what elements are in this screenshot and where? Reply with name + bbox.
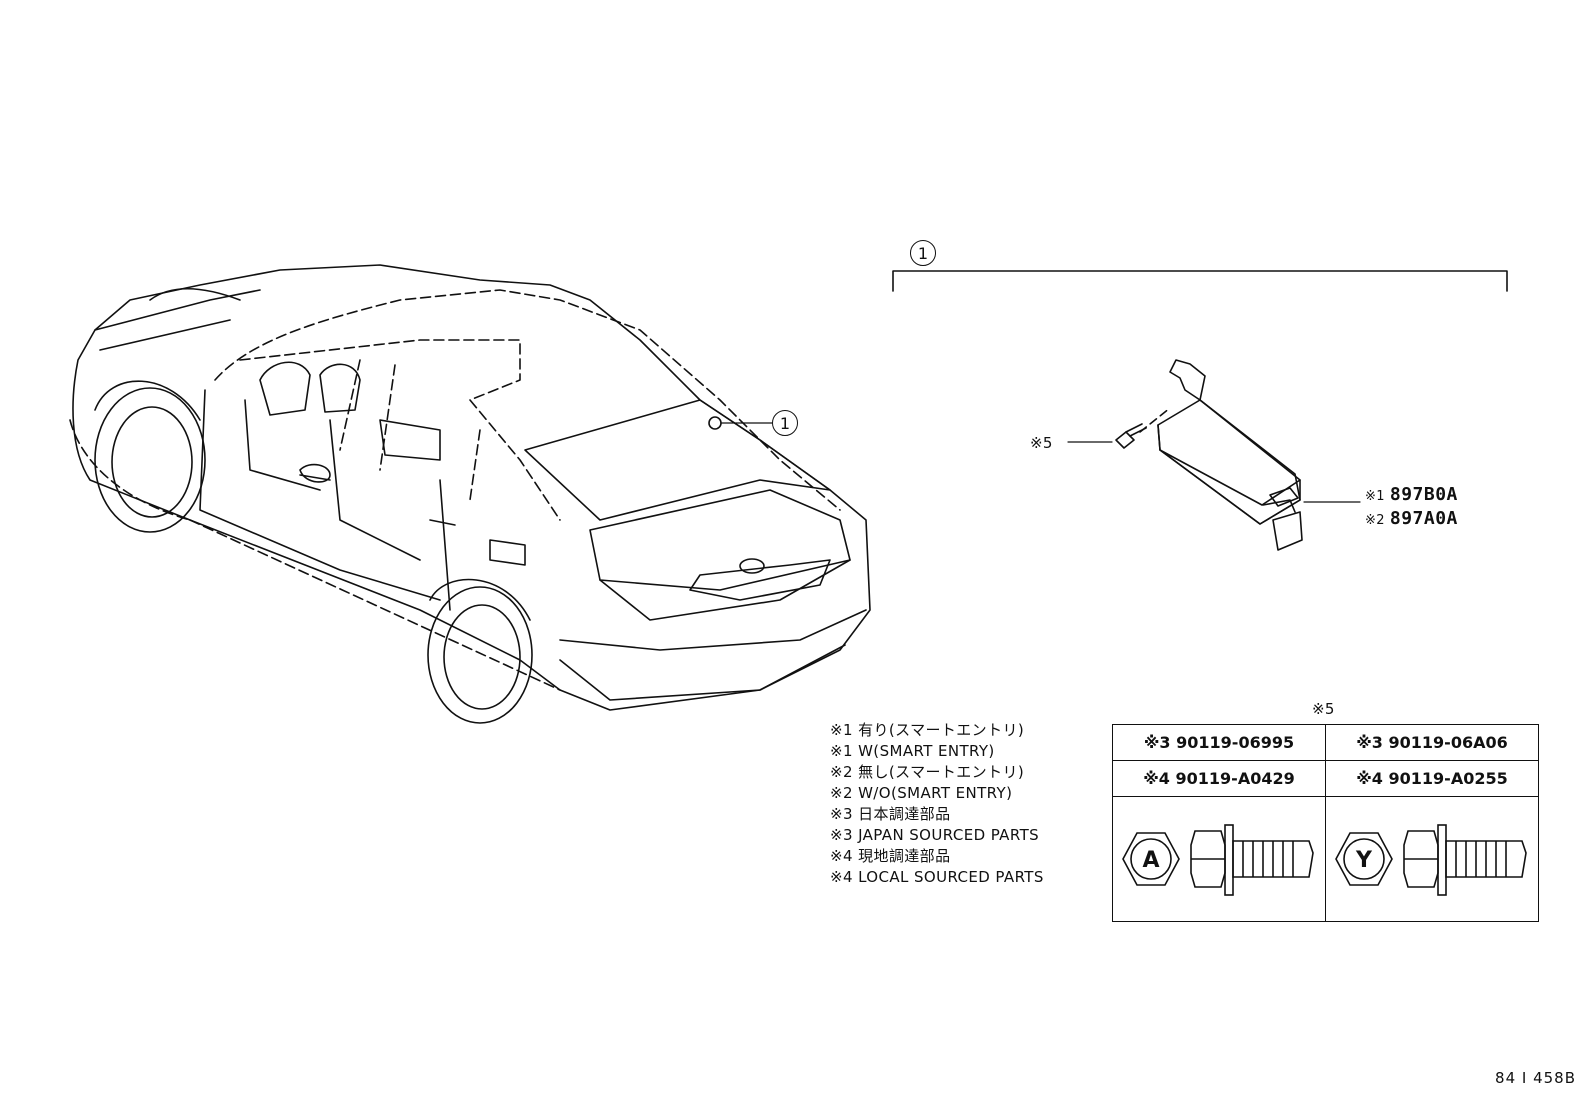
car-illustration	[69, 264, 871, 724]
bolt-table: ※3 90119-06995 ※3 90119-06A06 ※4 90119-A…	[1112, 724, 1539, 922]
legend-line: ※4 現地調達部品	[830, 847, 951, 865]
bolt-drawing-cell-y: Y	[1325, 796, 1539, 922]
bolt-part-cell: ※4 90119-A0429	[1112, 760, 1326, 797]
bolt-y-drawing: Y	[1335, 824, 1527, 896]
svg-text:A: A	[1142, 848, 1159, 873]
module-location-marker	[708, 416, 722, 430]
bolt-part-cell: ※3 90119-06995	[1112, 724, 1326, 761]
legend-line: ※2 W/O(SMART ENTRY)	[830, 784, 1013, 802]
smart-entry-module-drawing	[1067, 359, 1361, 551]
bolt-part-cell: ※3 90119-06A06	[1325, 724, 1539, 761]
legend-line: ※1 有り(スマートエントリ)	[830, 721, 1025, 739]
legend-line: ※3 JAPAN SOURCED PARTS	[830, 826, 1040, 844]
table-row: ※4 90119-A0429 ※4 90119-A0255	[1112, 760, 1539, 797]
legend-line: ※3 日本調達部品	[830, 805, 951, 823]
bolt-part-cell: ※4 90119-A0255	[1325, 760, 1539, 797]
bolt-table-title: ※5	[1312, 700, 1335, 718]
module-part-2-number: 897A0A	[1389, 508, 1458, 529]
table-row: A Y	[1112, 796, 1539, 922]
assembly-bracket	[892, 270, 1508, 292]
legend-line: ※4 LOCAL SOURCED PARTS	[830, 868, 1044, 886]
module-part-1-number: 897B0A	[1389, 484, 1458, 505]
module-part-1: ※1 897B0A	[1365, 484, 1458, 506]
legend-line: ※1 W(SMART ENTRY)	[830, 742, 995, 760]
legend: ※1 有り(スマートエントリ) ※1 W(SMART ENTRY) ※2 無し(…	[830, 720, 1044, 888]
module-part-1-note: ※1	[1365, 489, 1385, 504]
screw-note-label: ※5	[1030, 434, 1053, 452]
callout-1-car: 1	[772, 410, 798, 436]
table-row: ※3 90119-06995 ※3 90119-06A06	[1112, 724, 1539, 761]
legend-line: ※2 無し(スマートエントリ)	[830, 763, 1025, 781]
svg-text:Y: Y	[1355, 848, 1373, 873]
module-part-2-note: ※2	[1365, 513, 1385, 528]
bolt-a-drawing: A	[1122, 824, 1314, 896]
bolt-drawing-cell-a: A	[1112, 796, 1326, 922]
callout-1-assembly: 1	[910, 240, 936, 266]
module-part-2: ※2 897A0A	[1365, 508, 1458, 530]
diagram-number: 84 I 458B	[1495, 1069, 1576, 1087]
